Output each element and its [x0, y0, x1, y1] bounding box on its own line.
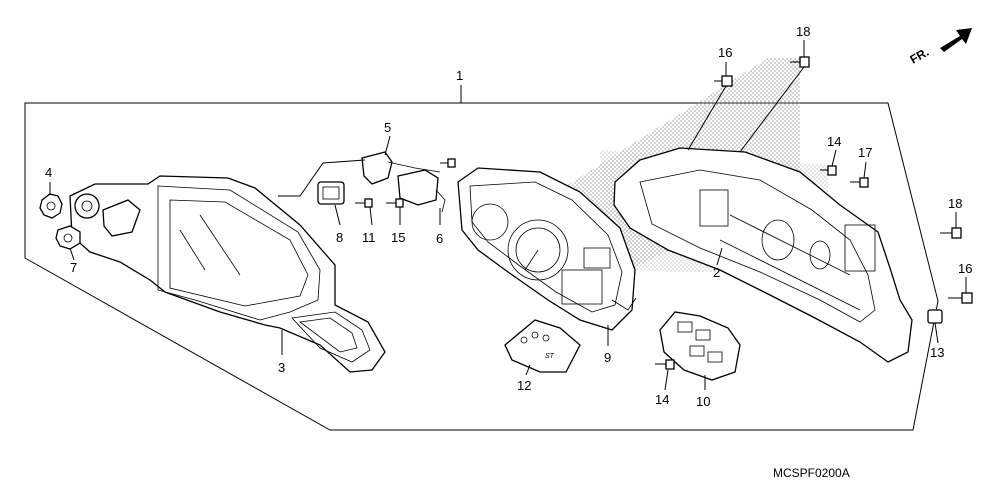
screw-11	[355, 198, 373, 208]
assembly-boundary	[24, 102, 939, 431]
callout-2: 2	[713, 265, 720, 280]
callout-9: 9	[604, 350, 611, 365]
part-3-meter-case	[69, 175, 386, 373]
callout-4: 4	[45, 165, 52, 180]
callout-5: 5	[384, 120, 391, 135]
callout-14-bottom: 14	[655, 392, 669, 407]
callout-10: 10	[696, 394, 710, 409]
panel-logo: ST	[545, 353, 555, 360]
part-12-panel: ST	[504, 319, 581, 373]
part-10-switch-board	[659, 311, 741, 381]
drawing-code: MCSPF0200A	[773, 466, 850, 480]
callout-1: 1	[456, 68, 463, 83]
callout-14-right: 14	[827, 134, 841, 149]
callout-16-right: 16	[958, 261, 972, 276]
part-4-knob	[39, 193, 63, 219]
screw-17	[850, 177, 869, 188]
screw-16-top	[714, 75, 733, 87]
part-2-rear-case	[613, 147, 913, 363]
screw-16-right	[948, 292, 973, 304]
callout-17: 17	[858, 145, 872, 160]
part-5-bracket	[361, 151, 441, 185]
callout-8: 8	[336, 230, 343, 245]
part-13-cap	[927, 309, 943, 324]
arrow-right-icon	[940, 28, 972, 52]
callout-15: 15	[391, 230, 405, 245]
callout-12: 12	[517, 378, 531, 393]
screw-18-right	[940, 227, 962, 239]
screw-14-bottom	[655, 359, 675, 370]
part-8-connector	[317, 181, 345, 205]
callout-6: 6	[436, 231, 443, 246]
callout-13: 13	[930, 345, 944, 360]
callout-7: 7	[70, 260, 77, 275]
part-6-switch-harness	[397, 169, 446, 213]
screw-15	[386, 198, 404, 208]
direction-label: FR.	[908, 45, 932, 67]
part-7-knob-base	[55, 225, 81, 250]
callout-16-top: 16	[718, 45, 732, 60]
screw-top-6	[440, 158, 456, 168]
direction-arrow: FR.	[908, 28, 972, 67]
callout-18-right: 18	[948, 196, 962, 211]
part-9-meter-face	[457, 167, 637, 331]
callout-18-top: 18	[796, 24, 810, 39]
callout-11: 11	[362, 230, 376, 245]
callout-3: 3	[278, 360, 285, 375]
leader-lines	[49, 40, 967, 391]
